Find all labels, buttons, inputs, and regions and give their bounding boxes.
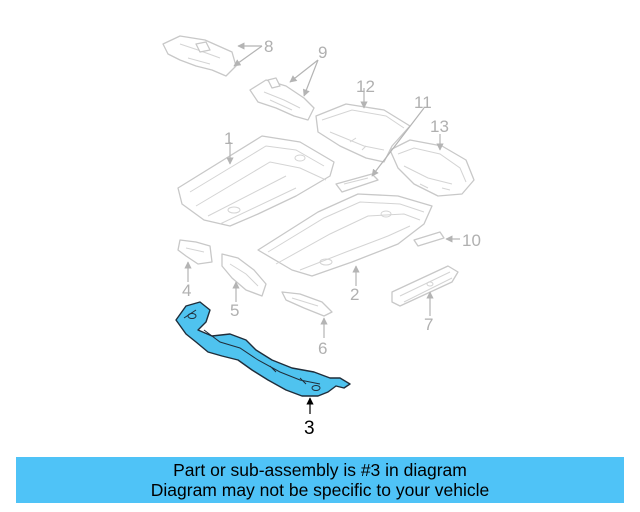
callout-8: 8 <box>264 37 273 56</box>
callout-7: 7 <box>424 315 433 334</box>
callout-1: 1 <box>224 129 233 148</box>
callout-4: 4 <box>182 281 191 300</box>
callout-10: 10 <box>462 231 481 250</box>
callout-5: 5 <box>230 301 239 320</box>
part-13-rear-pan[interactable] <box>389 139 475 197</box>
leader-lines <box>184 42 460 414</box>
part-3-highlighted[interactable] <box>175 301 351 397</box>
part-1-front-floor[interactable] <box>177 135 335 227</box>
part-6-rail[interactable] <box>281 291 333 317</box>
part-8-brackets[interactable] <box>162 35 237 77</box>
callout-3: 3 <box>304 418 315 439</box>
part-2-center-floor[interactable] <box>257 193 433 277</box>
part-7-sill-rail[interactable] <box>391 265 459 307</box>
part-12-seat-pan[interactable] <box>315 103 411 163</box>
callout-6: 6 <box>318 339 327 358</box>
part-10-strip[interactable] <box>413 231 445 247</box>
part-4-bracket[interactable] <box>177 239 213 265</box>
banner-line-1: Part or sub-assembly is #3 in diagram <box>173 460 467 480</box>
info-banner: Part or sub-assembly is #3 in diagram Di… <box>16 457 624 503</box>
callout-2: 2 <box>350 285 359 304</box>
callout-9: 9 <box>318 43 327 62</box>
callout-labels: 8 9 12 11 13 1 2 10 4 5 6 7 3 <box>182 37 481 439</box>
banner-line-2: Diagram may not be specific to your vehi… <box>150 480 490 500</box>
part-11-crossmember[interactable] <box>335 173 379 193</box>
part-9-brackets[interactable] <box>249 77 315 121</box>
callout-11: 11 <box>414 93 432 112</box>
parts-diagram: 8 9 12 11 13 1 2 10 4 5 6 7 3 <box>162 35 481 439</box>
callout-12: 12 <box>356 77 375 96</box>
part-5-bracket[interactable] <box>221 253 267 297</box>
callout-13: 13 <box>430 117 449 136</box>
